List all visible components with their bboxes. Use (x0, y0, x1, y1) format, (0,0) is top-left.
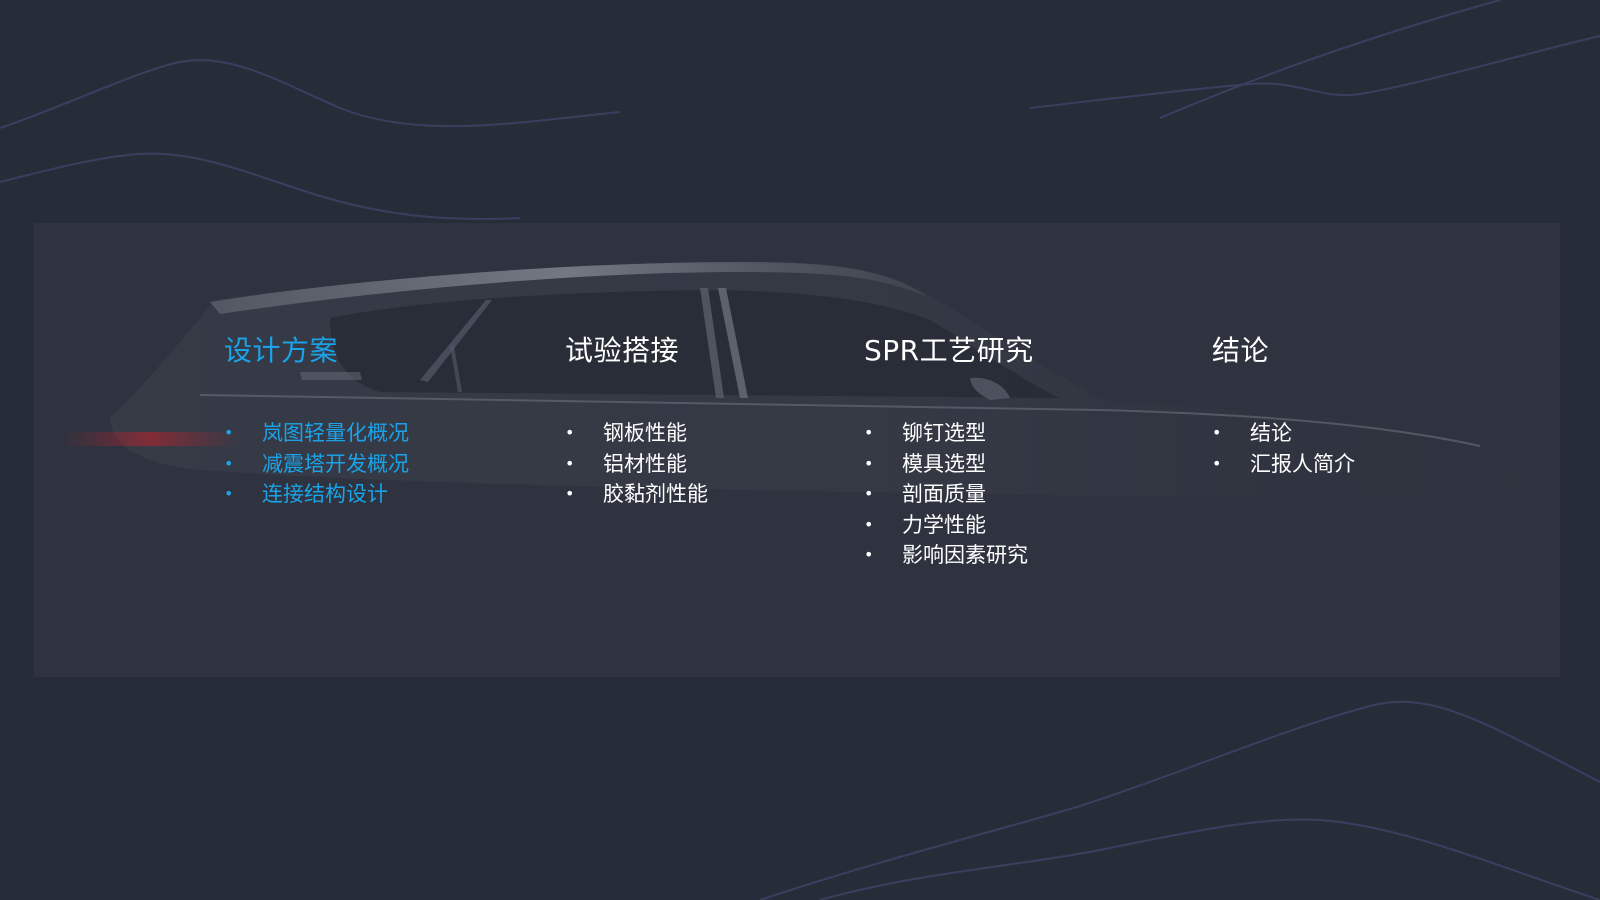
list-item[interactable]: • 影响因素研究 (864, 540, 1028, 571)
section-spr-process[interactable]: SPR工艺研究 • 铆钉选型 • 模具选型 • 剖面质量 • 力学性能 • 影响因素研究 (864, 332, 1034, 567)
bullet-icon: • (224, 423, 234, 442)
section-item-list: • 结论 • 汇报人简介 (1212, 418, 1355, 479)
list-item[interactable]: • 模具选型 (864, 449, 1028, 480)
bullet-icon: • (1212, 453, 1222, 473)
section-item-list: • 铆钉选型 • 模具选型 • 剖面质量 • 力学性能 • 影响因素研究 (864, 418, 1028, 571)
section-title[interactable]: 设计方案 (224, 334, 339, 367)
list-item-label: 岚图轻量化概况 (262, 421, 409, 445)
list-item-label: 模具选型 (902, 451, 986, 476)
bullet-icon: • (864, 545, 874, 564)
list-item-label: 减震塔开发概况 (262, 451, 409, 476)
bullet-icon: • (565, 484, 575, 503)
list-item-label: 力学性能 (902, 512, 986, 537)
bullet-icon: • (864, 514, 874, 534)
section-testing[interactable]: 试验搭接 • 钢板性能 • 铝材性能 • 胶黏剂性能 (565, 332, 708, 506)
list-item-label: 影响因素研究 (902, 543, 1028, 567)
list-item-label: 连接结构设计 (262, 482, 388, 506)
list-item-label: 胶黏剂性能 (603, 482, 708, 506)
bullet-icon: • (864, 423, 874, 442)
section-conclusion[interactable]: 结论 • 结论 • 汇报人简介 (1212, 332, 1355, 476)
bullet-icon: • (565, 423, 575, 442)
bullet-icon: • (565, 453, 575, 473)
list-item[interactable]: • 结论 (1212, 418, 1355, 449)
section-design[interactable]: 设计方案 • 岚图轻量化概况 • 减震塔开发概况 • 连接结构设计 (224, 332, 409, 506)
list-item[interactable]: • 铝材性能 (565, 449, 708, 480)
section-title[interactable]: 试验搭接 (565, 334, 680, 367)
bullet-icon: • (864, 453, 874, 473)
list-item[interactable]: • 力学性能 (864, 510, 1028, 541)
bullet-icon: • (1212, 423, 1222, 442)
list-item[interactable]: • 铆钉选型 (864, 418, 1028, 449)
section-title[interactable]: 结论 (1212, 334, 1270, 367)
list-item[interactable]: • 连接结构设计 (224, 479, 409, 510)
list-item[interactable]: • 剖面质量 (864, 479, 1028, 510)
list-item-label: 铝材性能 (603, 451, 687, 476)
list-item-label: 结论 (1250, 421, 1292, 445)
section-item-list: • 岚图轻量化概况 • 减震塔开发概况 • 连接结构设计 (224, 418, 409, 510)
list-item[interactable]: • 岚图轻量化概况 (224, 418, 409, 449)
bullet-icon: • (224, 453, 234, 473)
list-item-label: 钢板性能 (603, 421, 687, 445)
list-item[interactable]: • 钢板性能 (565, 418, 708, 449)
list-item[interactable]: • 胶黏剂性能 (565, 479, 708, 510)
list-item-label: 剖面质量 (902, 482, 986, 506)
bullet-icon: • (864, 484, 874, 503)
list-item-label: 汇报人简介 (1250, 451, 1355, 476)
list-item-label: 铆钉选型 (902, 421, 986, 445)
section-item-list: • 钢板性能 • 铝材性能 • 胶黏剂性能 (565, 418, 708, 510)
list-item[interactable]: • 汇报人简介 (1212, 449, 1355, 480)
section-title[interactable]: SPR工艺研究 (864, 334, 1034, 367)
bullet-icon: • (224, 484, 234, 503)
list-item[interactable]: • 减震塔开发概况 (224, 449, 409, 480)
